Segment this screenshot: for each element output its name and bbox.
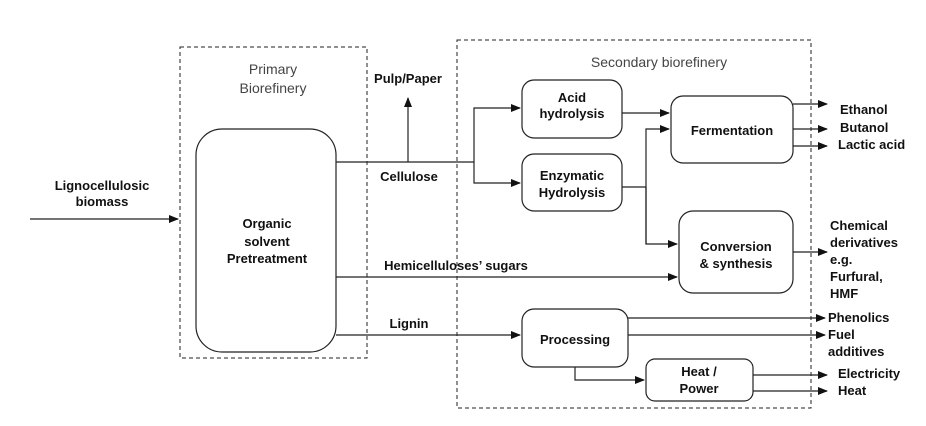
enzymatic-label-1: Enzymatic	[540, 168, 604, 183]
enzymatic-hydrolysis-box	[521, 153, 623, 212]
secondary-title: Secondary biorefinery	[591, 54, 727, 70]
output-chemical-2: derivatives	[830, 235, 898, 250]
fermentation-label: Fermentation	[691, 123, 773, 138]
output-chemical-1: Chemical	[830, 218, 888, 233]
to-enzymatic-arrow	[473, 162, 521, 187]
output-ethanol: Ethanol	[840, 102, 888, 117]
output-fuel-2: additives	[828, 344, 884, 359]
primary-title-1: Primary	[249, 61, 297, 77]
output-chemical-5: HMF	[830, 286, 858, 301]
pretreatment-label-3: Pretreatment	[227, 251, 308, 266]
acid-hydrolysis-box	[521, 79, 623, 139]
pretreatment-box	[195, 128, 337, 353]
acid-label-1: Acid	[558, 90, 586, 105]
secondary-biorefinery-region	[456, 39, 812, 409]
output-heat: Heat	[838, 383, 867, 398]
conversion-label-2: & synthesis	[700, 256, 773, 271]
enzymatic-label-2: Hydrolysis	[539, 185, 605, 200]
output-chemical-4: Furfural,	[830, 269, 883, 284]
lignin-label: Lignin	[390, 316, 429, 331]
primary-title-2: Biorefinery	[240, 80, 307, 96]
to-acid-arrow	[473, 104, 521, 162]
pulp-label: Pulp/Paper	[374, 71, 442, 86]
heatpower-label-2: Power	[679, 381, 718, 396]
output-phenolics: Phenolics	[828, 310, 889, 325]
primary-biorefinery-region	[179, 46, 368, 359]
input-label-1: Lignocellulosic	[55, 178, 150, 193]
input-label-2: biomass	[76, 194, 129, 209]
heat-power-box	[645, 358, 754, 402]
acid-label-2: hydrolysis	[539, 106, 604, 121]
enzymatic-to-conversion-arrow	[645, 187, 678, 248]
pretreatment-label-2: solvent	[244, 234, 290, 249]
output-chemical-3: e.g.	[830, 252, 852, 267]
output-electricity: Electricity	[838, 366, 901, 381]
output-fuel-1: Fuel	[828, 327, 855, 342]
processing-to-heat-arrow	[574, 367, 645, 384]
conversion-label-1: Conversion	[700, 239, 772, 254]
heatpower-label-1: Heat /	[681, 364, 717, 379]
hemicellulose-label: Hemicelluloses’ sugars	[384, 258, 528, 273]
output-butanol: Butanol	[840, 120, 888, 135]
pretreatment-label-1: Organic	[242, 216, 291, 231]
enzymatic-to-fermentation-arrow	[645, 125, 670, 244]
processing-label: Processing	[540, 332, 610, 347]
output-lactic-acid: Lactic acid	[838, 137, 905, 152]
cellulose-label: Cellulose	[380, 169, 438, 184]
